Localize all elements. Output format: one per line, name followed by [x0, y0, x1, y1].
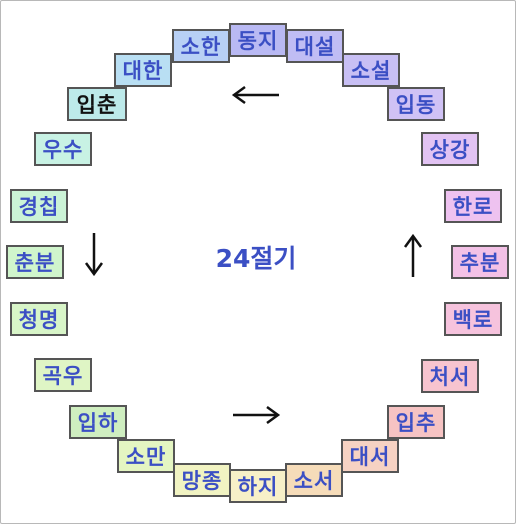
solar-term-box: 소서: [285, 463, 343, 497]
solar-term-box: 소한: [172, 29, 230, 63]
solar-term-box: 동지: [229, 23, 287, 57]
solar-term-box: 소만: [117, 439, 175, 473]
solar-term-box: 추분: [451, 245, 509, 279]
solar-term-box: 입하: [69, 405, 127, 439]
diagram-title: 24절기: [215, 244, 297, 273]
solar-term-box: 백로: [444, 302, 502, 336]
solar-term-box: 입동: [387, 87, 445, 121]
solar-term-box: 망종: [173, 463, 231, 497]
arrow-down-icon: [84, 233, 104, 277]
solar-term-box: 소설: [342, 53, 400, 87]
solar-term-box: 처서: [421, 359, 479, 393]
solar-term-box: 춘분: [6, 245, 64, 279]
arrow-left-icon: [231, 85, 279, 105]
solar-term-box: 상강: [421, 132, 479, 166]
solar-term-box: 입추: [387, 405, 445, 439]
solar-term-box: 대서: [341, 439, 399, 473]
solar-term-box: 대설: [286, 29, 344, 63]
arrow-right-icon: [233, 405, 281, 425]
solar-term-box: 대한: [114, 53, 172, 87]
solar-term-box: 곡우: [34, 358, 92, 392]
solar-term-box: 한로: [444, 189, 502, 223]
solar-term-box: 청명: [10, 302, 68, 336]
solar-term-box: 입춘: [67, 87, 127, 121]
solar-term-box: 경칩: [10, 189, 68, 223]
solar-term-box: 하지: [229, 469, 287, 503]
arrow-up-icon: [403, 233, 423, 277]
solar-term-box: 우수: [34, 132, 92, 166]
